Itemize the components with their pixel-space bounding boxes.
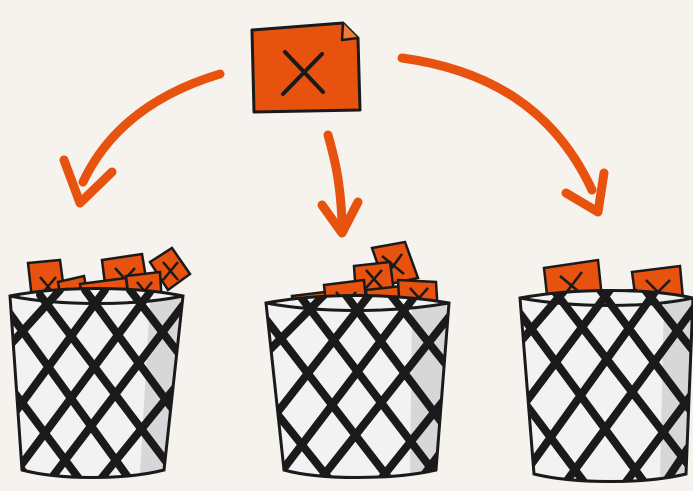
arrow-left-curve-icon bbox=[59, 69, 225, 208]
arrow-right-curve-icon bbox=[397, 53, 609, 217]
wastebasket-icon bbox=[8, 246, 192, 479]
wastebasket-icon bbox=[264, 240, 451, 479]
wastebasket-icon bbox=[518, 258, 693, 483]
arrow-down-icon bbox=[317, 130, 363, 238]
deleted-note-x-icon bbox=[250, 21, 362, 114]
